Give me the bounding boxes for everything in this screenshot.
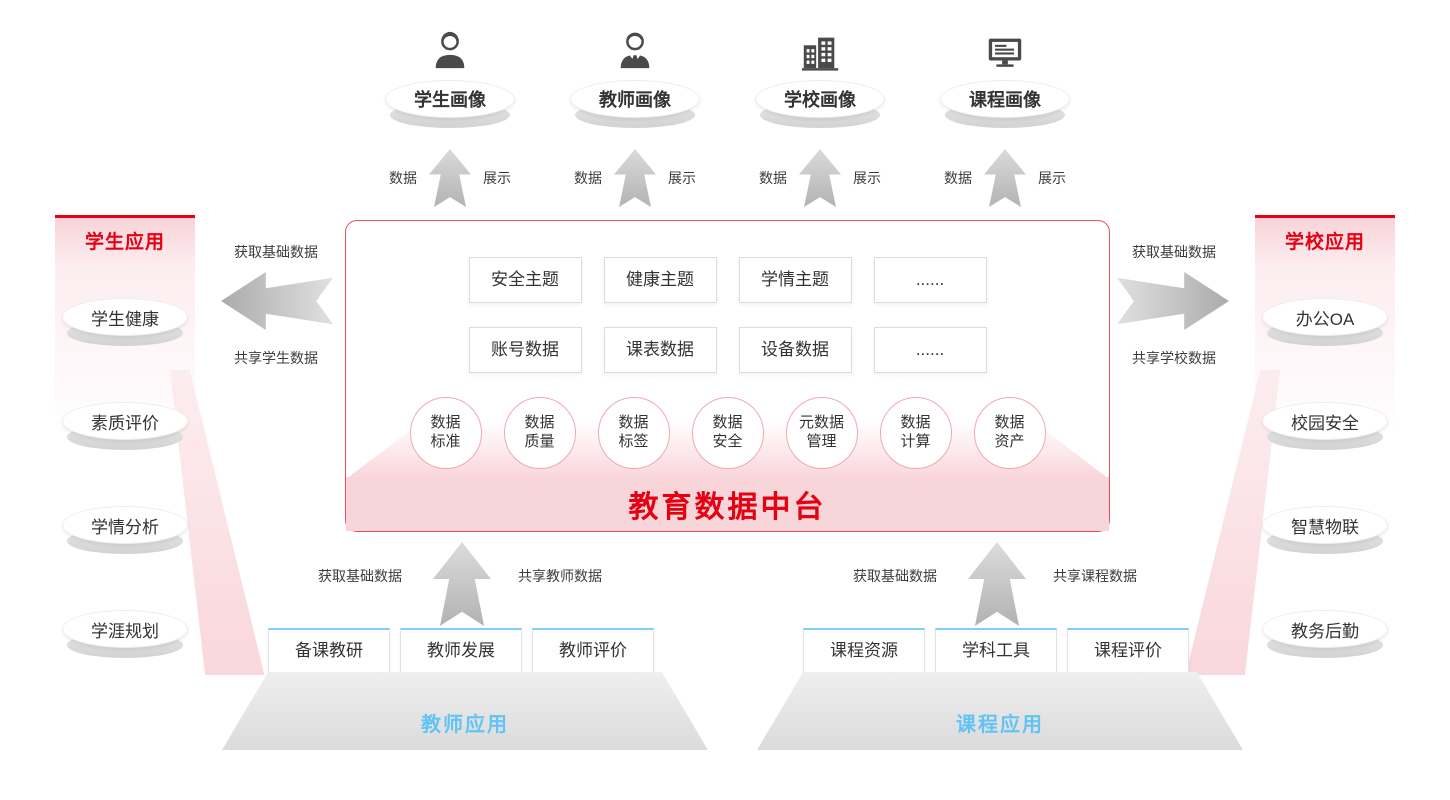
school-app-item: 教务后勤: [1262, 610, 1388, 658]
theme-cell-more: ......: [873, 257, 987, 303]
data-cell: 课表数据: [603, 327, 717, 373]
student-app-item: 学情分析: [62, 506, 188, 554]
course-app-item: 课程资源: [803, 628, 925, 675]
school-app-item: 办公OA: [1262, 298, 1388, 346]
student-app-item: 素质评价: [62, 402, 188, 450]
data-flow-label: 数据: [574, 170, 602, 186]
capability-circle: 数据 标签: [597, 397, 670, 469]
data-middle-platform-box: 安全主题 健康主题 学情主题 ...... 账号数据 课表数据 设备数据 ...…: [345, 220, 1110, 532]
data-flow-label: 数据: [944, 170, 972, 186]
capability-circle: 数据 质量: [503, 397, 576, 469]
teacher-app-item: 教师发展: [400, 628, 522, 675]
portrait-pedestal: 教师画像: [570, 80, 700, 128]
student-app-item: 学涯规划: [62, 610, 188, 658]
teacher-arrow-right-label: 共享教师数据: [518, 568, 602, 584]
course-apps-row: 课程资源 学科工具 课程评价: [803, 628, 1189, 675]
portrait-pedestal: 学生画像: [385, 80, 515, 128]
data-cell: 设备数据: [738, 327, 852, 373]
display-flow-label: 展示: [853, 170, 881, 186]
arrow-up-icon: [799, 149, 841, 207]
teacher-apps-platform: 教师应用: [222, 672, 708, 750]
theme-row: 安全主题 健康主题 学情主题 ......: [346, 257, 1109, 303]
school-apps-panel: 学校应用 办公OA 校园安全 智慧物联 教务后勤: [1255, 215, 1395, 718]
teacher-arrow-left-label: 获取基础数据: [318, 568, 402, 584]
school-app-item: 智慧物联: [1262, 506, 1388, 554]
course-arrow-left-label: 获取基础数据: [853, 568, 937, 584]
student-apps-header: 学生应用: [55, 215, 195, 262]
course-apps-title: 课程应用: [956, 713, 1044, 736]
teacher-apps-title: 教师应用: [421, 713, 509, 736]
arrow-up-icon: [614, 149, 656, 207]
display-flow-label: 展示: [483, 170, 511, 186]
school-app-item: 校园安全: [1262, 402, 1388, 450]
portrait-label: 学校画像: [784, 90, 856, 110]
data-cell-more: ......: [873, 327, 987, 373]
school-apps-title: 学校应用: [1284, 232, 1365, 253]
teacher-apps-row: 备课教研 教师发展 教师评价: [268, 628, 654, 675]
course-app-item: 课程评价: [1067, 628, 1189, 675]
arrow-up-icon: [429, 149, 471, 207]
data-cell: 账号数据: [468, 327, 582, 373]
teacher-icon: [614, 26, 656, 72]
course-app-item: 学科工具: [935, 628, 1057, 675]
school-icon: [799, 26, 841, 72]
teacher-app-item: 备课教研: [268, 628, 390, 675]
theme-cell: 安全主题: [468, 257, 582, 303]
portrait-label: 教师画像: [599, 90, 671, 110]
arrow-up-icon: [984, 149, 1026, 207]
capability-circle: 数据 计算: [879, 397, 952, 469]
platform-banner-title: 教育数据中台: [628, 491, 827, 524]
course-arrow-right-label: 共享课程数据: [1053, 568, 1137, 584]
school-arrow-top-label: 获取基础数据: [1132, 244, 1216, 260]
arrow-right-icon: [1117, 272, 1229, 330]
student-apps-title: 学生应用: [84, 232, 165, 253]
student-arrow-top-label: 获取基础数据: [234, 244, 318, 260]
capability-row: 数据 标准 数据 质量 数据 标签 数据 安全 元数据 管理 数据 计算: [346, 397, 1109, 469]
portrait-course: 课程画像 数据 展示: [930, 26, 1080, 208]
capability-circle: 数据 资产: [973, 397, 1046, 469]
portrait-pedestal: 课程画像: [940, 80, 1070, 128]
platform-banner: 教育数据中台: [346, 477, 1109, 531]
theme-cell: 学情主题: [738, 257, 852, 303]
capability-circle: 数据 标准: [409, 397, 482, 469]
school-arrow-bottom-label: 共享学校数据: [1132, 350, 1216, 366]
theme-cell: 健康主题: [603, 257, 717, 303]
data-flow-label: 数据: [389, 170, 417, 186]
course-icon: [984, 26, 1026, 72]
arrow-up-icon: [433, 542, 491, 626]
data-row: 账号数据 课表数据 设备数据 ......: [346, 327, 1109, 373]
portrait-teacher: 教师画像 数据 展示: [560, 26, 710, 208]
student-arrow-bottom-label: 共享学生数据: [234, 350, 318, 366]
display-flow-label: 展示: [668, 170, 696, 186]
arrow-up-icon: [968, 542, 1026, 626]
data-flow-label: 数据: [759, 170, 787, 186]
teacher-app-item: 教师评价: [532, 628, 654, 675]
portrait-label: 学生画像: [414, 90, 486, 110]
capability-circle: 元数据 管理: [785, 397, 858, 469]
school-apps-header: 学校应用: [1255, 215, 1395, 262]
display-flow-label: 展示: [1038, 170, 1066, 186]
arrow-left-icon: [221, 272, 333, 330]
portrait-school: 学校画像 数据 展示: [745, 26, 895, 208]
portrait-pedestal: 学校画像: [755, 80, 885, 128]
student-app-item: 学生健康: [62, 298, 188, 346]
student-apps-panel: 学生应用 学生健康 素质评价 学情分析 学涯规划: [55, 215, 195, 718]
portrait-student: 学生画像 数据 展示: [375, 26, 525, 208]
capability-circle: 数据 安全: [691, 397, 764, 469]
portrait-label: 课程画像: [969, 90, 1041, 110]
student-icon: [429, 26, 471, 72]
course-apps-platform: 课程应用: [757, 672, 1243, 750]
